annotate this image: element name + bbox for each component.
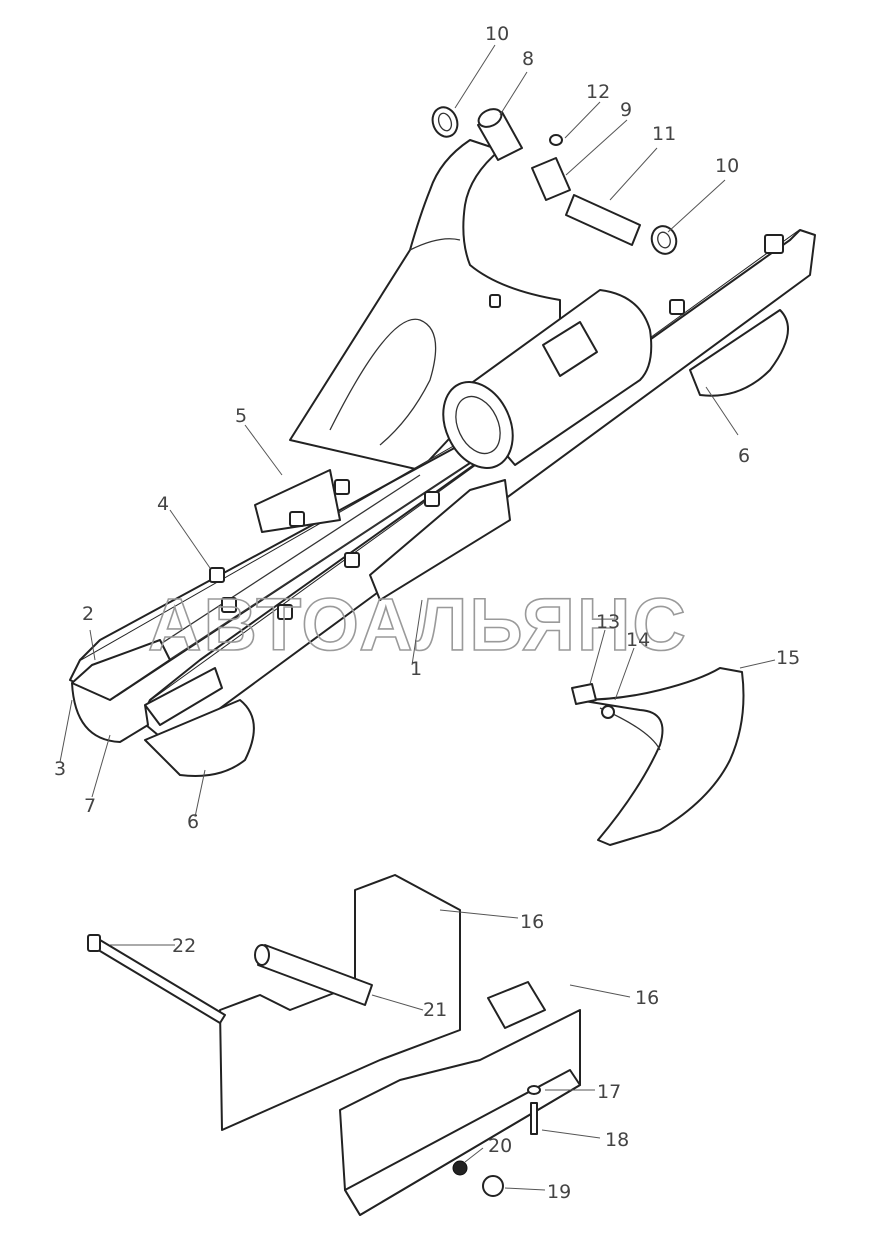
callout-15: 15: [776, 647, 800, 669]
callout-1: 1: [410, 658, 422, 680]
callout-11: 11: [652, 123, 676, 145]
callout-4: 4: [157, 493, 169, 515]
callout-3: 3: [54, 758, 66, 780]
callout-6-upper: 6: [738, 445, 750, 467]
callout-12: 12: [586, 81, 610, 103]
callout-10-upper-left: 10: [485, 23, 509, 45]
callout-21: 21: [423, 999, 447, 1021]
callout-20: 20: [488, 1135, 512, 1157]
callout-16-lower: 16: [635, 987, 659, 1009]
callout-5: 5: [235, 405, 247, 427]
callout-9: 9: [620, 99, 632, 121]
callout-8: 8: [522, 48, 534, 70]
callout-14: 14: [626, 629, 650, 651]
callout-19: 19: [547, 1181, 571, 1203]
callout-7: 7: [84, 795, 96, 817]
callout-10-upper-right: 10: [715, 155, 739, 177]
callout-18: 18: [605, 1129, 629, 1151]
side-guard: [571, 667, 745, 846]
mount-assembly: [87, 874, 581, 1216]
watermark-text: АВТОАЛЬЯНС: [148, 583, 688, 666]
callout-16-upper: 16: [520, 911, 544, 933]
callout-6-lower: 6: [187, 811, 199, 833]
callout-17: 17: [597, 1081, 621, 1103]
callout-2: 2: [82, 603, 94, 625]
callout-layer: [59, 44, 776, 1191]
pivot-parts: [431, 106, 678, 255]
callout-13: 13: [596, 611, 620, 633]
track-frame: [69, 139, 816, 777]
callout-labels: 10 8 12 9 11 10 5 6 4 2 13 14 15 1 3 7 6…: [54, 23, 800, 1203]
callout-22: 22: [172, 935, 196, 957]
